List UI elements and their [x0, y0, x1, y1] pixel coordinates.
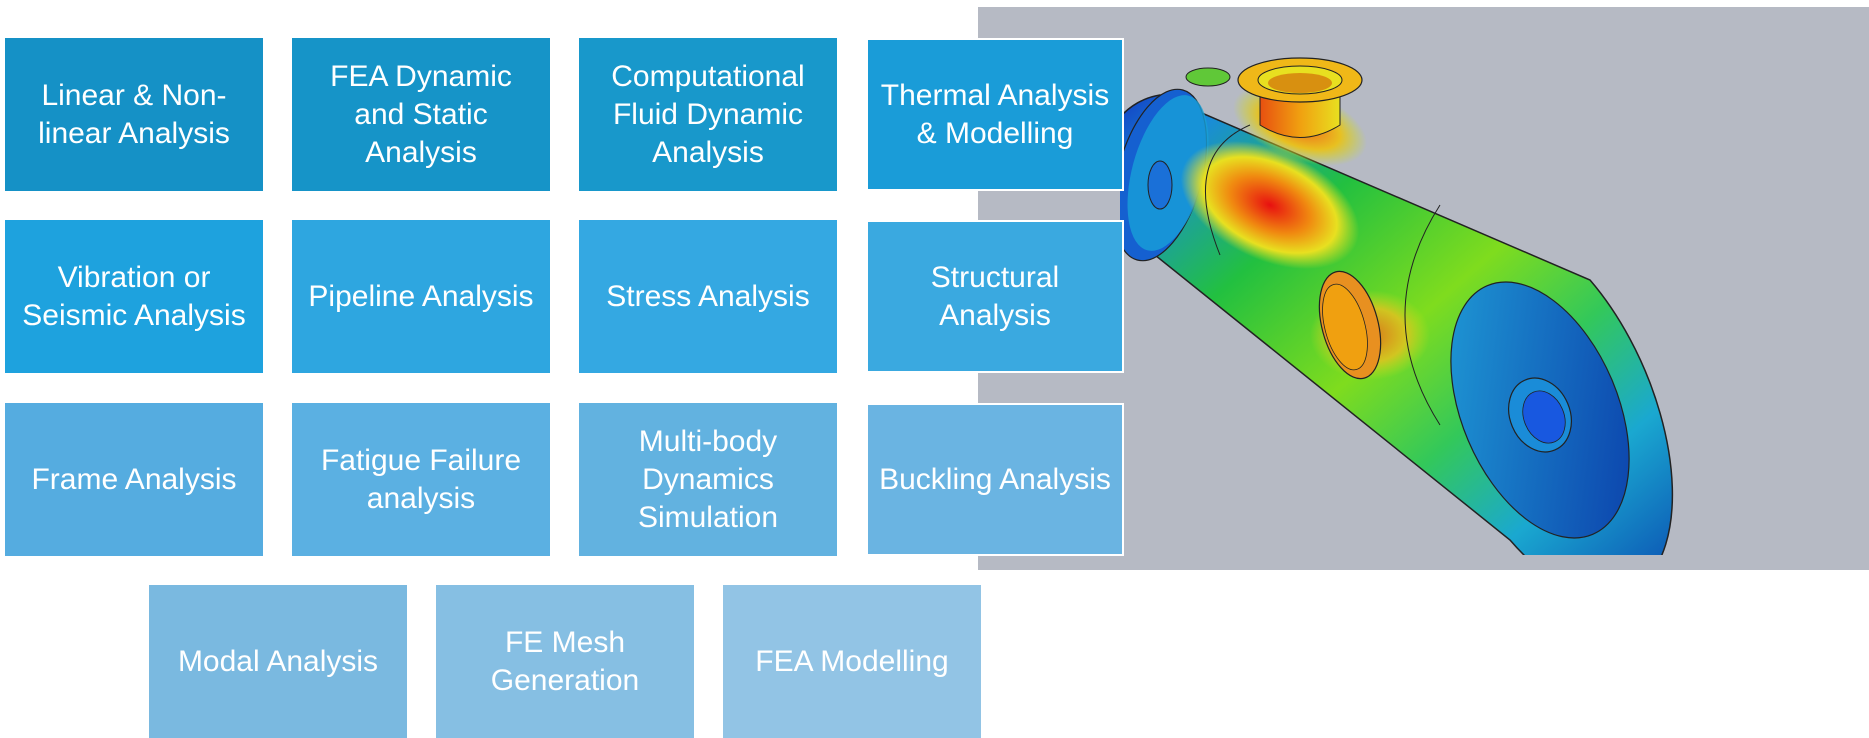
tile-thermal-analysis-modelling[interactable]: Thermal Analysis & Modelling	[866, 38, 1124, 191]
tile-fatigue-failure-analysis[interactable]: Fatigue Failure analysis	[292, 403, 550, 556]
tile-linear-nonlinear-analysis[interactable]: Linear & Non-linear Analysis	[5, 38, 263, 191]
tile-structural-analysis[interactable]: Structural Analysis	[866, 220, 1124, 373]
tile-vibration-seismic-analysis[interactable]: Vibration or Seismic Analysis	[5, 220, 263, 373]
tile-stress-analysis[interactable]: Stress Analysis	[579, 220, 837, 373]
tile-modal-analysis[interactable]: Modal Analysis	[149, 585, 407, 738]
tile-fea-dynamic-static-analysis[interactable]: FEA Dynamic and Static Analysis	[292, 38, 550, 191]
tile-frame-analysis[interactable]: Frame Analysis	[5, 403, 263, 556]
tile-fea-modelling[interactable]: FEA Modelling	[723, 585, 981, 738]
tile-fe-mesh-generation[interactable]: FE Mesh Generation	[436, 585, 694, 738]
pressure-vessel-fea-image	[1120, 57, 1674, 555]
tile-multi-body-dynamics-simulation[interactable]: Multi-body Dynamics Simulation	[579, 403, 837, 556]
tile-pipeline-analysis[interactable]: Pipeline Analysis	[292, 220, 550, 373]
tile-buckling-analysis[interactable]: Buckling Analysis	[866, 403, 1124, 556]
tile-computational-fluid-dynamic-analysis[interactable]: Computational Fluid Dynamic Analysis	[579, 38, 837, 191]
